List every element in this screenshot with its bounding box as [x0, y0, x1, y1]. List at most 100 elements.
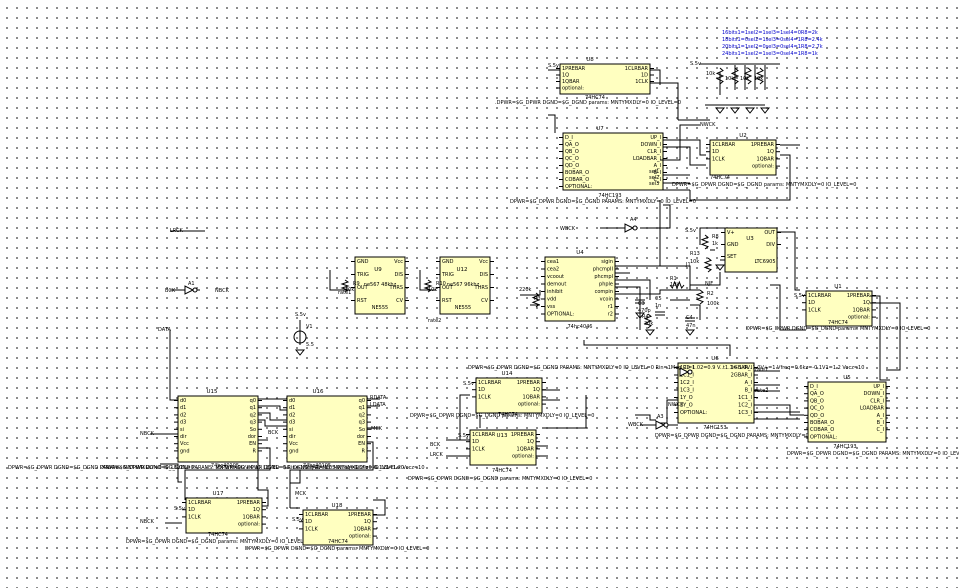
- pin-label: B_I: [745, 388, 752, 394]
- pin-label: CV: [481, 298, 488, 304]
- chip-ref: U3: [746, 236, 754, 242]
- chip-u18[interactable]: 1CLRBAR1D1CLK1PREBAR1Q1QBARoptional:U187…: [245, 503, 429, 552]
- resistor-r8[interactable]: [700, 234, 710, 250]
- chip-u1[interactable]: 1CLRBAR1D1CLK1PREBAR1Q1QBARoptional:U174…: [746, 284, 930, 332]
- pin-label: 1D: [472, 439, 479, 445]
- pin-label: TRIG: [441, 272, 454, 278]
- resistor-r3[interactable]: [531, 292, 541, 308]
- chip-u17[interactable]: 1CLRBAR1D1CLK1PREBAR1Q1QBARoptional:U177…: [126, 491, 310, 545]
- capacitor-c4[interactable]: [655, 311, 665, 316]
- chip-u8[interactable]: 1PREBAR1Q1QBARoptional:1CLRBAR1D1CLKU874…: [495, 57, 681, 106]
- inverter-a2[interactable]: [679, 367, 693, 377]
- chip-u14[interactable]: 1CLRBAR1D1CLK1PREBAR1Q1QBARoptional:U147…: [410, 371, 594, 419]
- wire: [258, 405, 287, 411]
- pin-label: d2: [289, 412, 295, 418]
- pin-label: 1CLRBAR: [305, 512, 329, 518]
- pin-label: OPTIONAL:: [810, 434, 837, 440]
- pin-label: q1: [250, 405, 256, 411]
- net-label-s5v-u17: S.5v: [174, 506, 185, 512]
- chip-ref: U15: [206, 389, 218, 395]
- label-a1: A1: [188, 281, 195, 287]
- chip-part: 74HC153: [703, 425, 726, 431]
- chip-u7[interactable]: D_IQA_OQB_OQC_OQD_OBOBAR_OCOBAR_OOPTIONA…: [510, 126, 696, 205]
- chip-body: [177, 395, 259, 463]
- wire: [870, 302, 901, 371]
- resistor-r13[interactable]: [703, 257, 713, 273]
- voltage-source-v1[interactable]: [293, 330, 307, 344]
- pin-label: 2Y_O: [680, 403, 693, 409]
- resistor-r2[interactable]: [695, 289, 705, 305]
- pin-label: LOADBAR_I: [633, 156, 661, 162]
- capacitor-c3[interactable]: [635, 299, 645, 304]
- pin-label: GND: [442, 259, 454, 265]
- rate-table-note: 16bits1=1sel2=1sel3=1sel4=0R8=2k: [722, 30, 818, 36]
- resistor-top-0[interactable]: [715, 67, 725, 85]
- wire: [650, 69, 661, 85]
- pin-label: optional:: [562, 86, 584, 92]
- resistor-top-2[interactable]: [743, 67, 753, 85]
- chip-params: DPWR=$G_DPWR DGND=$G_DGND params: MNTYMX…: [126, 539, 310, 545]
- chip-part: 74HC74: [710, 175, 730, 181]
- chip-ref: U18: [331, 503, 343, 509]
- resistor-r10[interactable]: [423, 279, 433, 293]
- pin-label: QD_O: [810, 413, 824, 419]
- chip-part: NE555: [455, 305, 471, 311]
- pin-label: RST: [357, 298, 368, 304]
- inverter-a4[interactable]: [624, 223, 638, 233]
- resistor-body: [340, 279, 350, 293]
- pin-label: 1PREBAR: [751, 142, 775, 148]
- pin-label: Vcc: [394, 259, 403, 265]
- chip-u5[interactable]: D_IQA_OQB_OQC_OQD_OBOBAR_OCOBAR_OOPTIONA…: [787, 375, 959, 457]
- inverter-a1[interactable]: [184, 285, 198, 295]
- label-c5-value: 1n: [655, 303, 661, 309]
- resistor-top-1[interactable]: [730, 67, 740, 85]
- wire: [258, 412, 287, 421]
- inverter-a3[interactable]: [655, 420, 669, 430]
- pin-label: R: [362, 448, 366, 454]
- pin-label: 1PREBAR: [517, 380, 541, 386]
- wire: [690, 304, 701, 320]
- pin-label: 1Q: [767, 149, 774, 155]
- chip-u13[interactable]: 1CLRBAR1D1CLK1PREBAR1Q1QBARoptional:U137…: [408, 429, 592, 482]
- chip-u4[interactable]: cea1cea2vcooutdemoutinhibitvddvssOPTIONA…: [541, 250, 619, 330]
- pin-label: 1QBAR: [853, 307, 871, 313]
- chip-u6[interactable]: 1C0_I1C1_I1C2_I1C3_I1Y_O2Y_OOPTIONAL:1GB…: [655, 356, 841, 439]
- chip-part: 74HC74: [492, 468, 512, 474]
- net-label-s5v-u18: S.5v: [292, 517, 303, 523]
- chip-u16[interactable]: d0d1d2d3sidirVccgndq0q1q2q3SodorENRU1674…: [218, 389, 404, 471]
- pin-label: OUT: [442, 285, 454, 291]
- pin-label: 1PREBAR: [511, 432, 535, 438]
- chip-ref: U6: [711, 356, 719, 362]
- net-label-wck: WBCK: [628, 422, 644, 428]
- resistor-r1[interactable]: [669, 280, 685, 290]
- pin-label: A_I: [877, 413, 884, 419]
- resistor-r4[interactable]: [643, 313, 653, 329]
- net-label-nbck-u17: NBCK: [140, 519, 155, 525]
- pin-label: B_I: [877, 420, 884, 426]
- resistor-top-3[interactable]: [755, 67, 765, 85]
- label-r-top-0: 10k: [706, 71, 715, 77]
- pin-label: Vcc: [180, 441, 189, 447]
- wire: [663, 146, 706, 166]
- wire: [870, 295, 890, 381]
- label-r2-value: 100k: [707, 301, 720, 307]
- pin-label: OPTIONAL:: [547, 312, 574, 318]
- label-r10: R10: [436, 281, 446, 287]
- label-r8: R8: [712, 234, 719, 240]
- chip-part: 74HC74: [585, 95, 605, 101]
- chip-u15[interactable]: d0d1d2d3sidirVccgndq0q1q2q3SodorENRU1574…: [8, 389, 262, 471]
- capacitor-c5[interactable]: [685, 317, 695, 322]
- chip-body: [559, 63, 651, 95]
- pin-label: vcoin: [600, 297, 613, 303]
- chip-part: LTC6905: [754, 259, 775, 265]
- pin-label: CV: [396, 298, 403, 304]
- chip-u2[interactable]: 1CLRBAR1D1CLK1PREBAR1Q1QBARoptional:U274…: [672, 133, 856, 188]
- chip-ref: U9: [374, 267, 382, 273]
- pin-label: 1C1_I: [680, 373, 694, 379]
- resistor-r9[interactable]: [340, 279, 350, 293]
- pin-label: CLR_I: [647, 149, 661, 155]
